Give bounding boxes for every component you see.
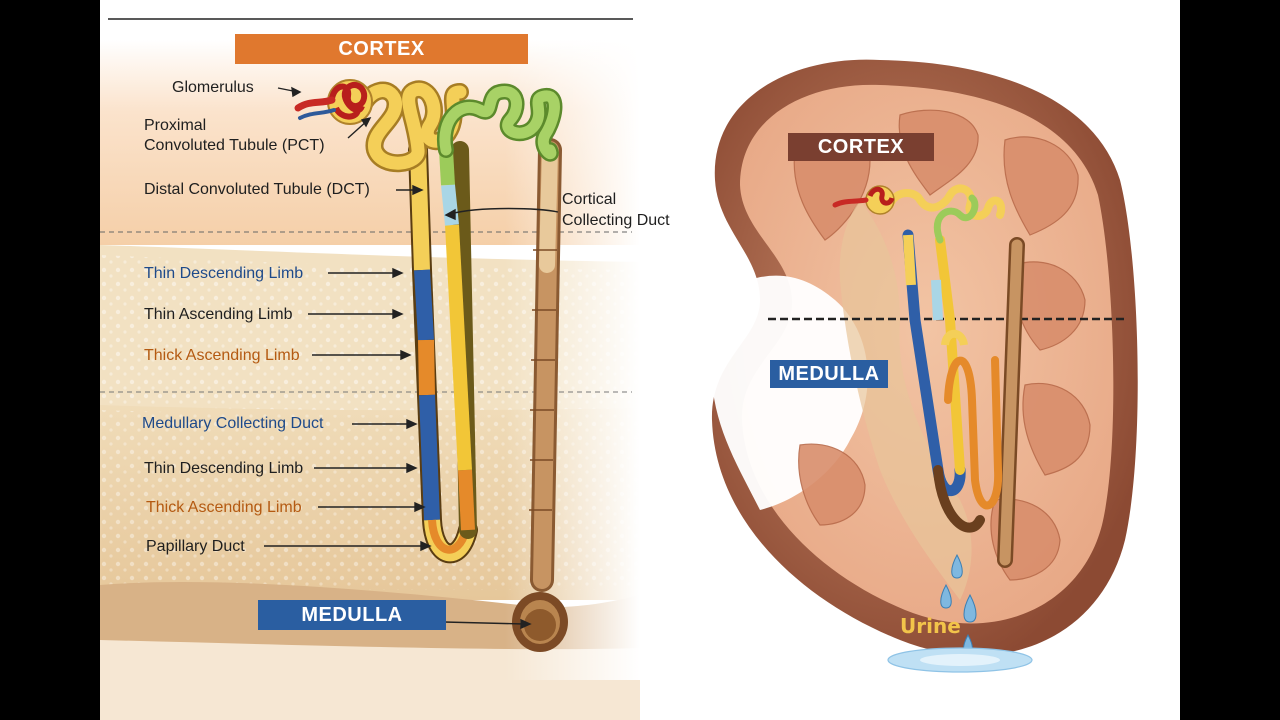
renal-pyramids: [793, 109, 1091, 581]
cortical-collecting-duct: [529, 138, 562, 592]
label-glomerulus: Glomerulus: [172, 79, 254, 96]
label-thin-descending-limb-2: Thin Descending Limb: [144, 460, 304, 477]
glomerulus: [294, 79, 373, 125]
label-dct: Distal Convoluted Tubule (DCT): [144, 181, 370, 198]
label-collecting-duct: Collecting Duct: [562, 212, 670, 229]
label-pct: Convoluted Tubule (PCT): [144, 137, 325, 154]
urine-label: Urine: [900, 614, 961, 638]
cortex-banner-left: CORTEX: [235, 34, 528, 64]
papillary-duct-opening: [512, 592, 568, 652]
cortex-banner-right: CORTEX: [788, 133, 934, 161]
label-medullary-collecting-duct: Medullary Collecting Duct: [142, 415, 324, 432]
label-thick-ascending-limb-1: Thick Ascending Limb: [144, 347, 300, 364]
distal-convoluted-tubule: [436, 83, 563, 162]
loop-ascending-limb: [439, 141, 477, 539]
kidney-cross-section: [711, 59, 1138, 673]
label-papillary-duct: Papillary Duct: [146, 538, 245, 555]
label-cortical: Cortical: [562, 191, 617, 208]
medulla-banner-left: MEDULLA: [258, 600, 446, 630]
illustration: [100, 18, 1138, 720]
label-proximal: Proximal: [144, 117, 207, 134]
label-thin-ascending-limb: Thin Ascending Limb: [144, 306, 293, 323]
left-pointer-arrows: [264, 86, 559, 630]
loop-descending-limb: [408, 140, 478, 564]
medulla-banner-right: MEDULLA: [770, 360, 888, 388]
kidney-nephron: [832, 184, 1025, 568]
diagram-stage: CORTEX MEDULLA Glomerulus Proximal Convo…: [100, 0, 1180, 720]
label-thin-descending-limb-1: Thin Descending Limb: [144, 265, 304, 282]
label-thick-ascending-limb-2: Thick Ascending Limb: [146, 499, 302, 516]
